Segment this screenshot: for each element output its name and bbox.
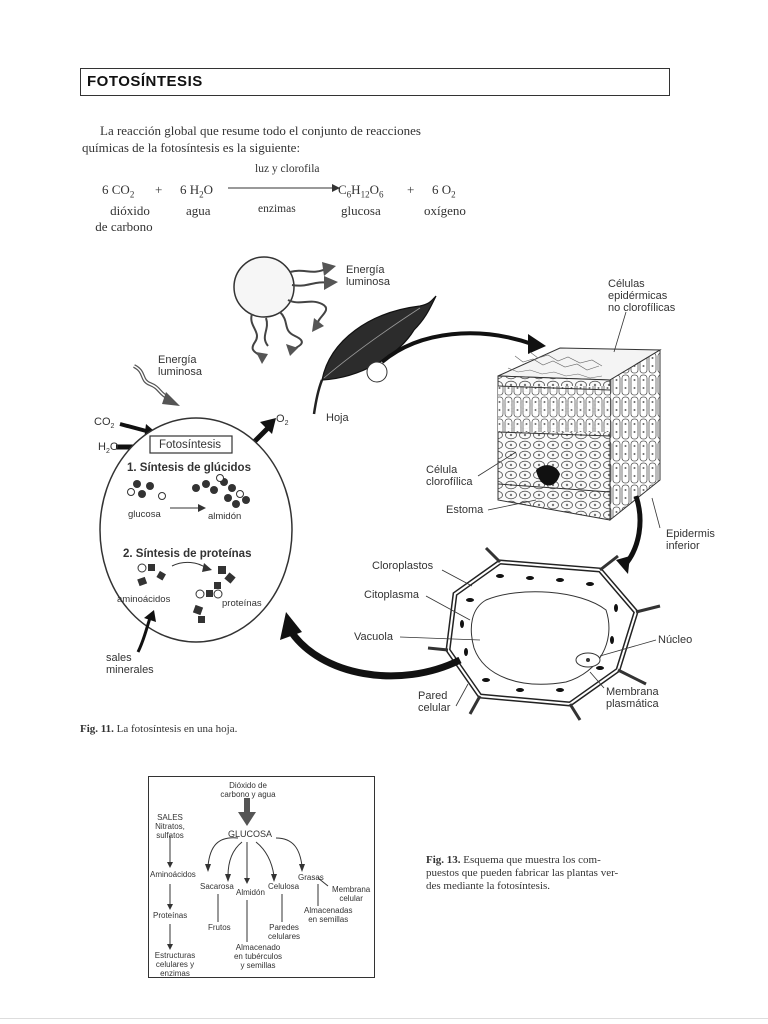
label-h2o: H2O xyxy=(98,441,119,456)
fig13-celulosa: Celulosa xyxy=(268,882,300,891)
title-box: FOTOSÍNTESIS xyxy=(80,68,670,96)
equation-name-oxygen: oxígeno xyxy=(424,203,466,218)
intro-line-2: químicas de la fotosíntesis es la siguie… xyxy=(82,140,301,155)
label-estoma: Estoma xyxy=(446,504,484,516)
equation-plus-1: + xyxy=(155,182,163,197)
fig13-frutos: Frutos xyxy=(208,923,231,932)
label-almidon: almidón xyxy=(208,511,242,522)
label-proteinas: proteínas xyxy=(222,598,262,609)
label-co2: CO2 xyxy=(94,416,115,431)
intro-line-1: La reacción global que resume todo el co… xyxy=(100,123,421,138)
equation-name-glucose: glucosa xyxy=(341,203,381,218)
equation-condition: luz y clorofila xyxy=(255,163,320,175)
fig13-caption: Fig. 13. Esquema que muestra los com- pu… xyxy=(426,854,619,892)
page-bottom-edge xyxy=(0,1018,768,1019)
plant-cell xyxy=(427,546,661,721)
fig13-arrows xyxy=(167,798,329,950)
label-citoplasma: Citoplasma xyxy=(364,589,420,601)
equation-product-glucose: C6H12O6 xyxy=(338,182,384,200)
fig13-aminoacidos: Aminoácidos xyxy=(150,870,196,879)
label-vacuola: Vacuola xyxy=(354,631,393,643)
page-title: FOTOSÍNTESIS xyxy=(87,73,203,90)
label-aminoacidos: aminoácidos xyxy=(117,594,171,605)
label-glucosa: glucosa xyxy=(128,509,161,520)
fig13-glucosa: GLUCOSA xyxy=(228,829,273,839)
label-o2: O2 xyxy=(276,413,289,428)
label-cloroplastos: Cloroplastos xyxy=(372,560,434,572)
equation-name-enzymes: enzimas xyxy=(258,203,296,215)
fig11-caption: Fig. 11. La fotosíntesis en una hoja. xyxy=(80,723,238,735)
equation-product-o2: 6 O2 xyxy=(432,182,456,200)
leaf-icon xyxy=(312,295,437,415)
leaf-tissue-block xyxy=(497,347,662,522)
label-sintesis-proteinas: 2. Síntesis de proteínas xyxy=(123,548,252,560)
fig13-sacarosa: Sacarosa xyxy=(200,882,234,891)
equation-arrow xyxy=(228,184,340,192)
sun-icon xyxy=(233,256,338,364)
fig13-grasas: Grasas xyxy=(298,873,324,882)
synthesis-oval xyxy=(99,417,293,643)
label-hoja: Hoja xyxy=(326,412,349,424)
equation-plus-2: + xyxy=(407,182,415,197)
equation-reactant-h2o: 6 H2O xyxy=(180,182,214,200)
equation-reactant-co2: 6 CO2 xyxy=(102,182,135,200)
fig13-almidon: Almidón xyxy=(236,888,265,897)
equation-name-co2: dióxido de carbono xyxy=(95,203,153,234)
label-sintesis-glucidos: 1. Síntesis de glúcidos xyxy=(127,462,251,474)
label-nucleo: Núcleo xyxy=(658,634,693,646)
label-fotosintesis: Fotosíntesis xyxy=(159,439,221,451)
fotosintesis-box xyxy=(149,435,233,454)
equation-name-water: agua xyxy=(186,203,211,218)
fig13-proteinas: Proteínas xyxy=(153,911,188,920)
fig13-diagram xyxy=(148,776,375,978)
intro-paragraph: La reacción global que resume todo el co… xyxy=(82,122,482,156)
